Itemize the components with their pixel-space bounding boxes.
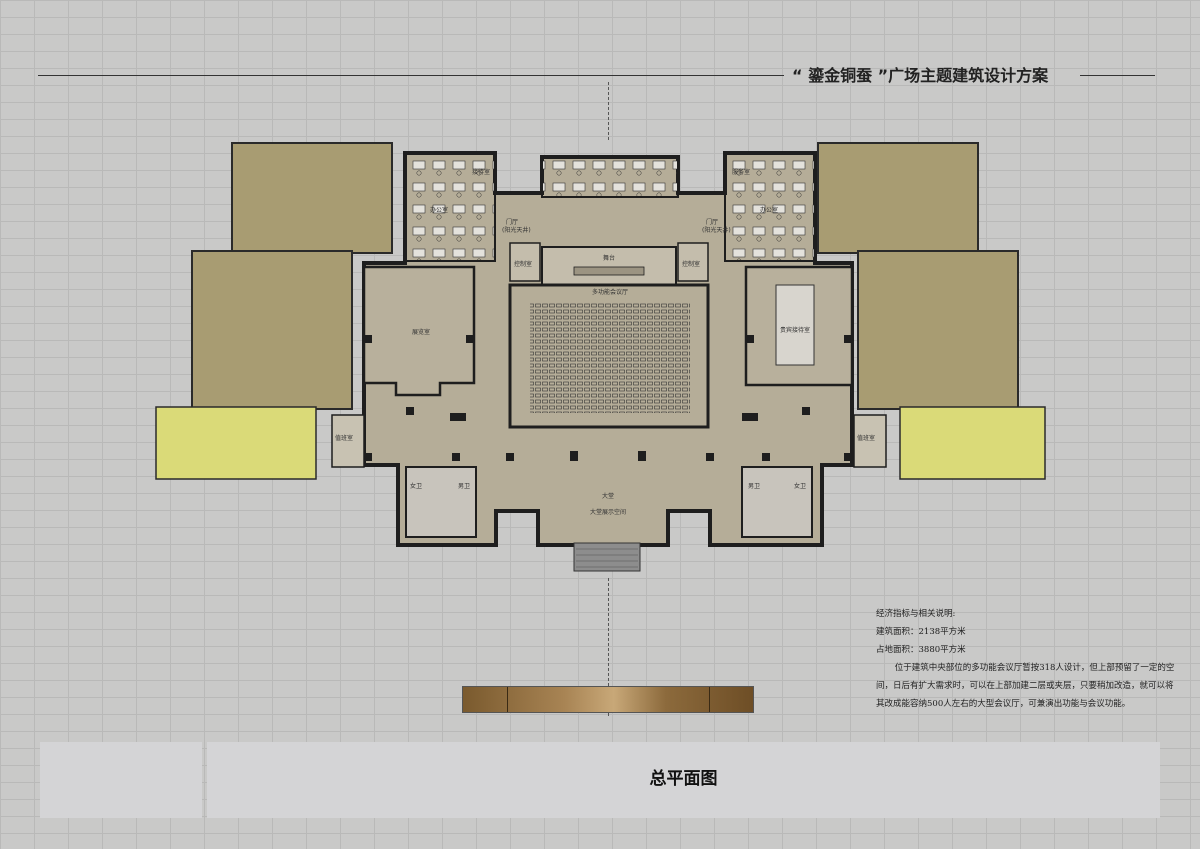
footer-left-panel	[40, 742, 202, 818]
label-foyer: 大堂	[602, 493, 615, 500]
hall-seating	[530, 303, 690, 413]
label-lobby-left-sub: (阳光天井)	[502, 227, 531, 234]
wing-blocks	[155, 142, 1046, 480]
floor-plan: 办公室 接待室 办公室 服务室 门厅 (阳光天井) 门厅 (阳光天井) 控制室 …	[150, 135, 1050, 575]
duty-room-right	[853, 414, 887, 468]
label-exhibition: 展览室	[412, 329, 431, 336]
label-service-right: 服务室	[732, 169, 751, 176]
label-foyer-sub: 大堂展示空间	[590, 509, 627, 516]
stage	[541, 246, 677, 286]
notes-heading: 经济指标与相关说明:	[876, 609, 956, 619]
exhibition-room	[362, 265, 476, 397]
notes-description: 位于建筑中央部位的多功能会议厅暂按318人设计，但上部预留了一定的空间，日后有扩…	[876, 663, 1175, 709]
restroom-left	[405, 466, 477, 538]
label-meeting: 贵宾接待室	[780, 327, 811, 334]
notes-building-area: 建筑面积：2138平方米	[876, 627, 966, 637]
green-block-left	[155, 406, 317, 480]
meeting-table	[775, 284, 815, 366]
label-duty-left: 值班室	[335, 435, 354, 442]
wing-block-upper-right	[817, 142, 979, 254]
label-wc-m-right: 男卫	[748, 483, 761, 490]
label-control-right: 控制室	[682, 261, 701, 268]
restroom-right	[741, 466, 813, 538]
office-right	[724, 152, 816, 262]
wing-block-upper-left	[231, 142, 393, 254]
label-duty-right: 值班室	[857, 435, 876, 442]
control-room-left	[509, 242, 541, 282]
header-rule-right	[1080, 75, 1155, 76]
stage-apron	[573, 266, 645, 276]
top-workroom	[541, 156, 679, 198]
elevation-strip	[462, 686, 754, 713]
office-left	[404, 152, 496, 262]
label-wc-f-left: 女卫	[410, 483, 423, 490]
footer-title-panel: 总平面图	[207, 742, 1160, 818]
hall-walls	[508, 283, 710, 429]
label-office-right: 办公室	[760, 207, 779, 214]
label-office-left: 办公室	[430, 207, 449, 214]
label-lobby-right: 门厅	[706, 219, 719, 226]
label-lobby-right-sub: (阳光天井)	[702, 227, 731, 234]
entrance-steps	[573, 542, 641, 572]
label-hall: 多功能会议厅	[592, 289, 629, 296]
green-block-right	[899, 406, 1046, 480]
page-title: “ 鎏金铜蚕 ”广场主题建筑设计方案	[792, 66, 1049, 85]
label-wc-f-right: 女卫	[794, 483, 807, 490]
notes-panel: 经济指标与相关说明: 建筑面积：2138平方米 占地面积：3880平方米 位于建…	[876, 605, 1176, 713]
wing-block-lower-right	[857, 250, 1019, 410]
notes-land-area: 占地面积：3880平方米	[876, 645, 966, 655]
duty-room-left	[331, 414, 365, 468]
label-reception-left: 接待室	[472, 169, 491, 176]
header-rule-left	[38, 75, 784, 76]
columns	[364, 335, 852, 461]
label-lobby-left: 门厅	[506, 219, 519, 226]
wing-block-lower-left	[191, 250, 353, 410]
drawing-title: 总平面图	[649, 769, 718, 789]
control-room-right	[677, 242, 709, 282]
label-control-left: 控制室	[514, 261, 533, 268]
axis-line-bottom	[608, 578, 609, 716]
label-wc-m-left: 男卫	[458, 483, 471, 490]
label-stage: 舞台	[603, 255, 616, 262]
floor-plan-drawing	[155, 142, 1046, 572]
axis-line-top	[608, 82, 609, 140]
